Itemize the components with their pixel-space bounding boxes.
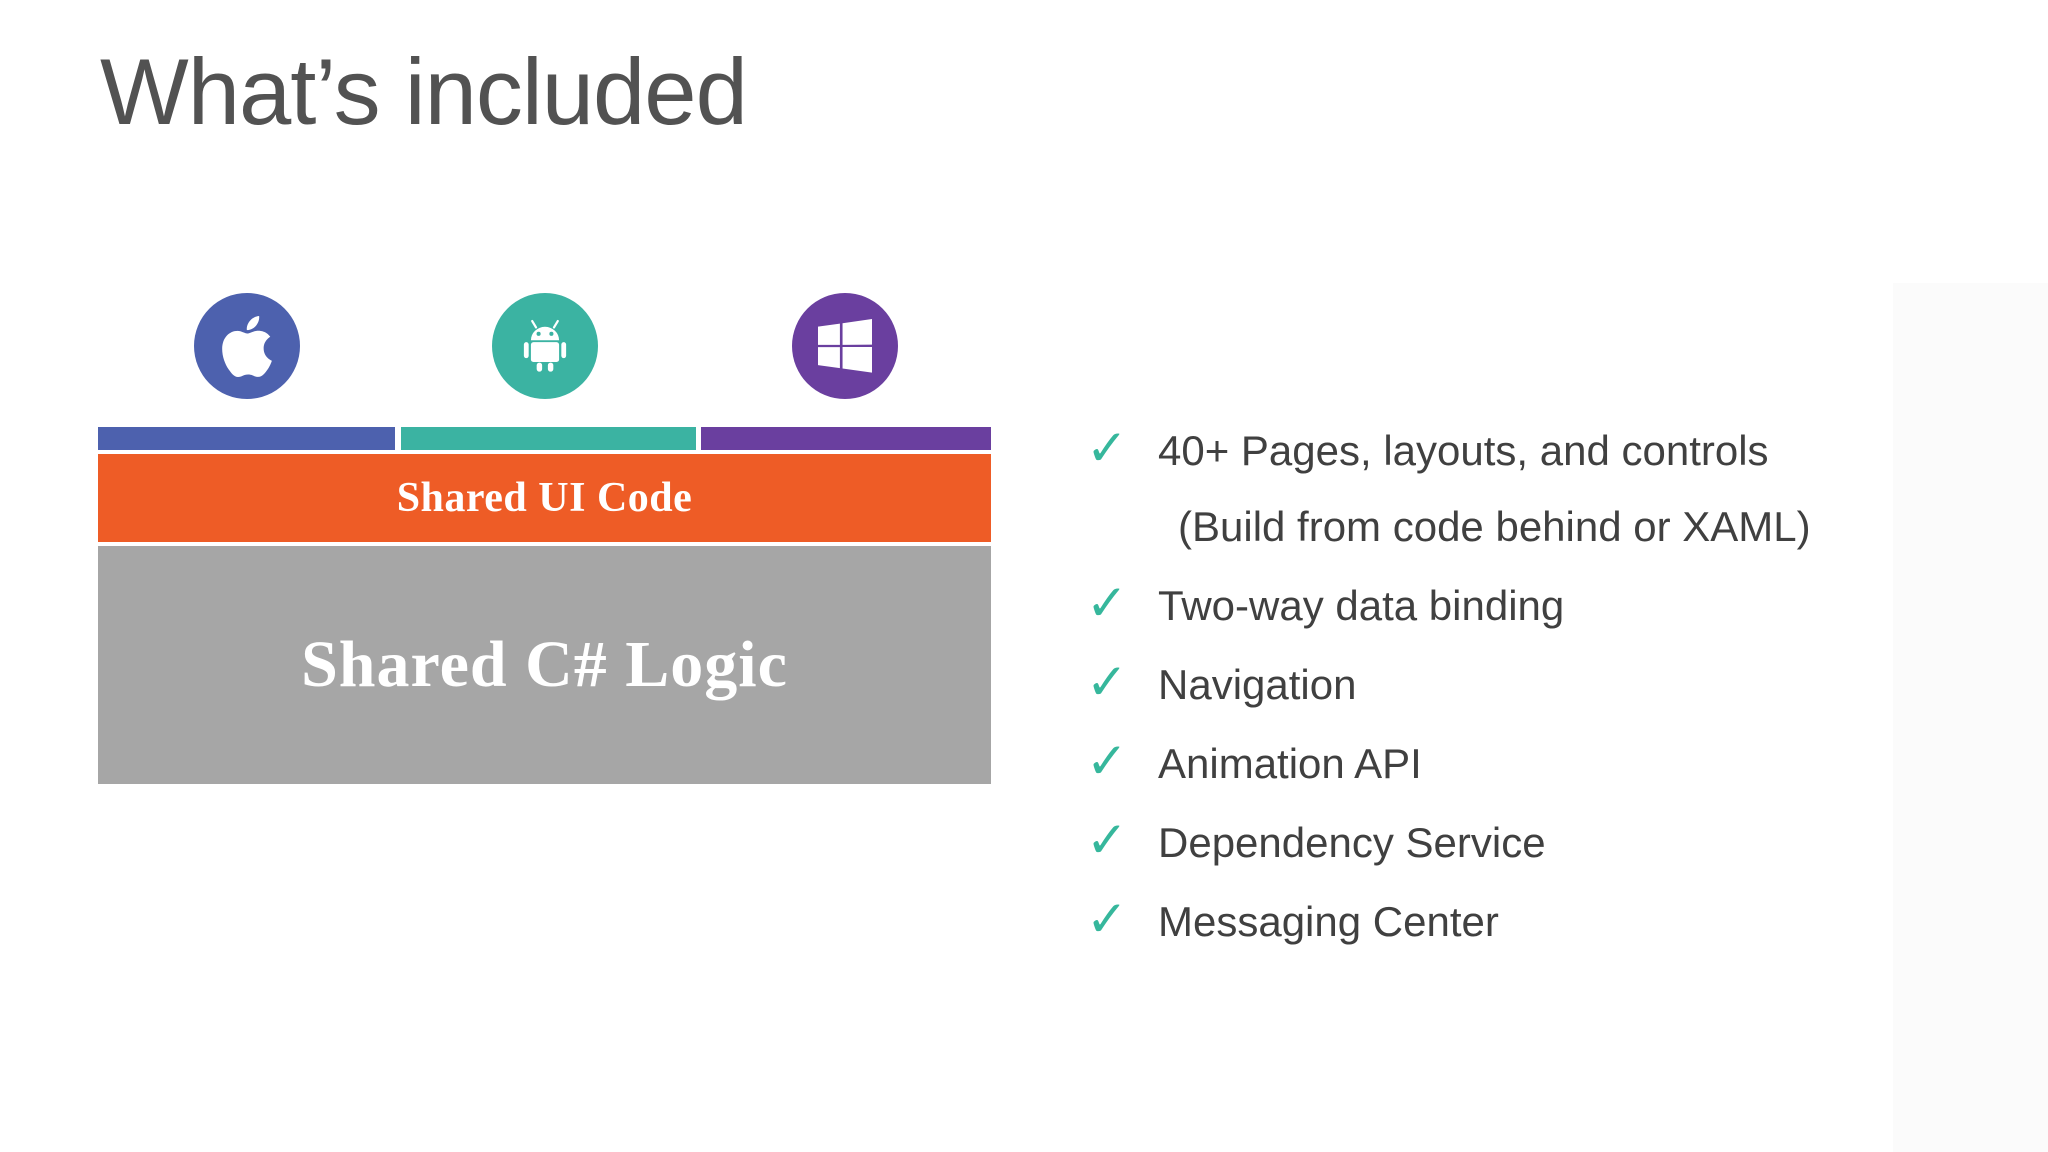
- checklist: ✓ 40+ Pages, layouts, and controls (Buil…: [1086, 410, 1986, 960]
- checklist-item-text: Messaging Center: [1158, 898, 1499, 945]
- checkmark-icon: ✓: [1086, 575, 1128, 631]
- shared-csharp-logic-box: Shared C# Logic: [98, 546, 991, 784]
- android-bar: [401, 427, 696, 450]
- shared-ui-code-label: Shared UI Code: [396, 475, 693, 521]
- windows-platform-circle: [792, 293, 898, 399]
- shared-csharp-logic-label: Shared C# Logic: [301, 628, 788, 701]
- checklist-item: ✓ Two-way data binding: [1086, 565, 1986, 644]
- checkmark-icon: ✓: [1086, 733, 1128, 789]
- checklist-item-text: Navigation: [1158, 661, 1357, 708]
- checklist-item: ✓ 40+ Pages, layouts, and controls (Buil…: [1086, 410, 1986, 565]
- android-platform-circle: [492, 293, 598, 399]
- windows-bar: [701, 427, 991, 450]
- checklist-item-text: Animation API: [1158, 740, 1422, 787]
- shared-ui-code-bar: Shared UI Code: [98, 454, 991, 542]
- checklist-item-subtext: (Build from code behind or XAML): [1178, 503, 1811, 550]
- android-icon: [513, 314, 577, 378]
- checkmark-icon: ✓: [1086, 420, 1128, 476]
- windows-icon: [818, 319, 872, 373]
- checklist-item: ✓ Messaging Center: [1086, 881, 1986, 960]
- checklist-item: ✓ Animation API: [1086, 723, 1986, 802]
- checklist-item-text: 40+ Pages, layouts, and controls: [1158, 427, 1769, 474]
- checklist-item-text: Dependency Service: [1158, 819, 1546, 866]
- apple-icon: [222, 315, 272, 377]
- ios-bar: [98, 427, 395, 450]
- checkmark-icon: ✓: [1086, 891, 1128, 947]
- checklist-item-text: Two-way data binding: [1158, 582, 1565, 629]
- ios-platform-circle: [194, 293, 300, 399]
- checklist-item: ✓ Dependency Service: [1086, 802, 1986, 881]
- checklist-item: ✓ Navigation: [1086, 644, 1986, 723]
- checkmark-icon: ✓: [1086, 654, 1128, 710]
- checkmark-icon: ✓: [1086, 812, 1128, 868]
- slide-title: What’s included: [100, 39, 748, 144]
